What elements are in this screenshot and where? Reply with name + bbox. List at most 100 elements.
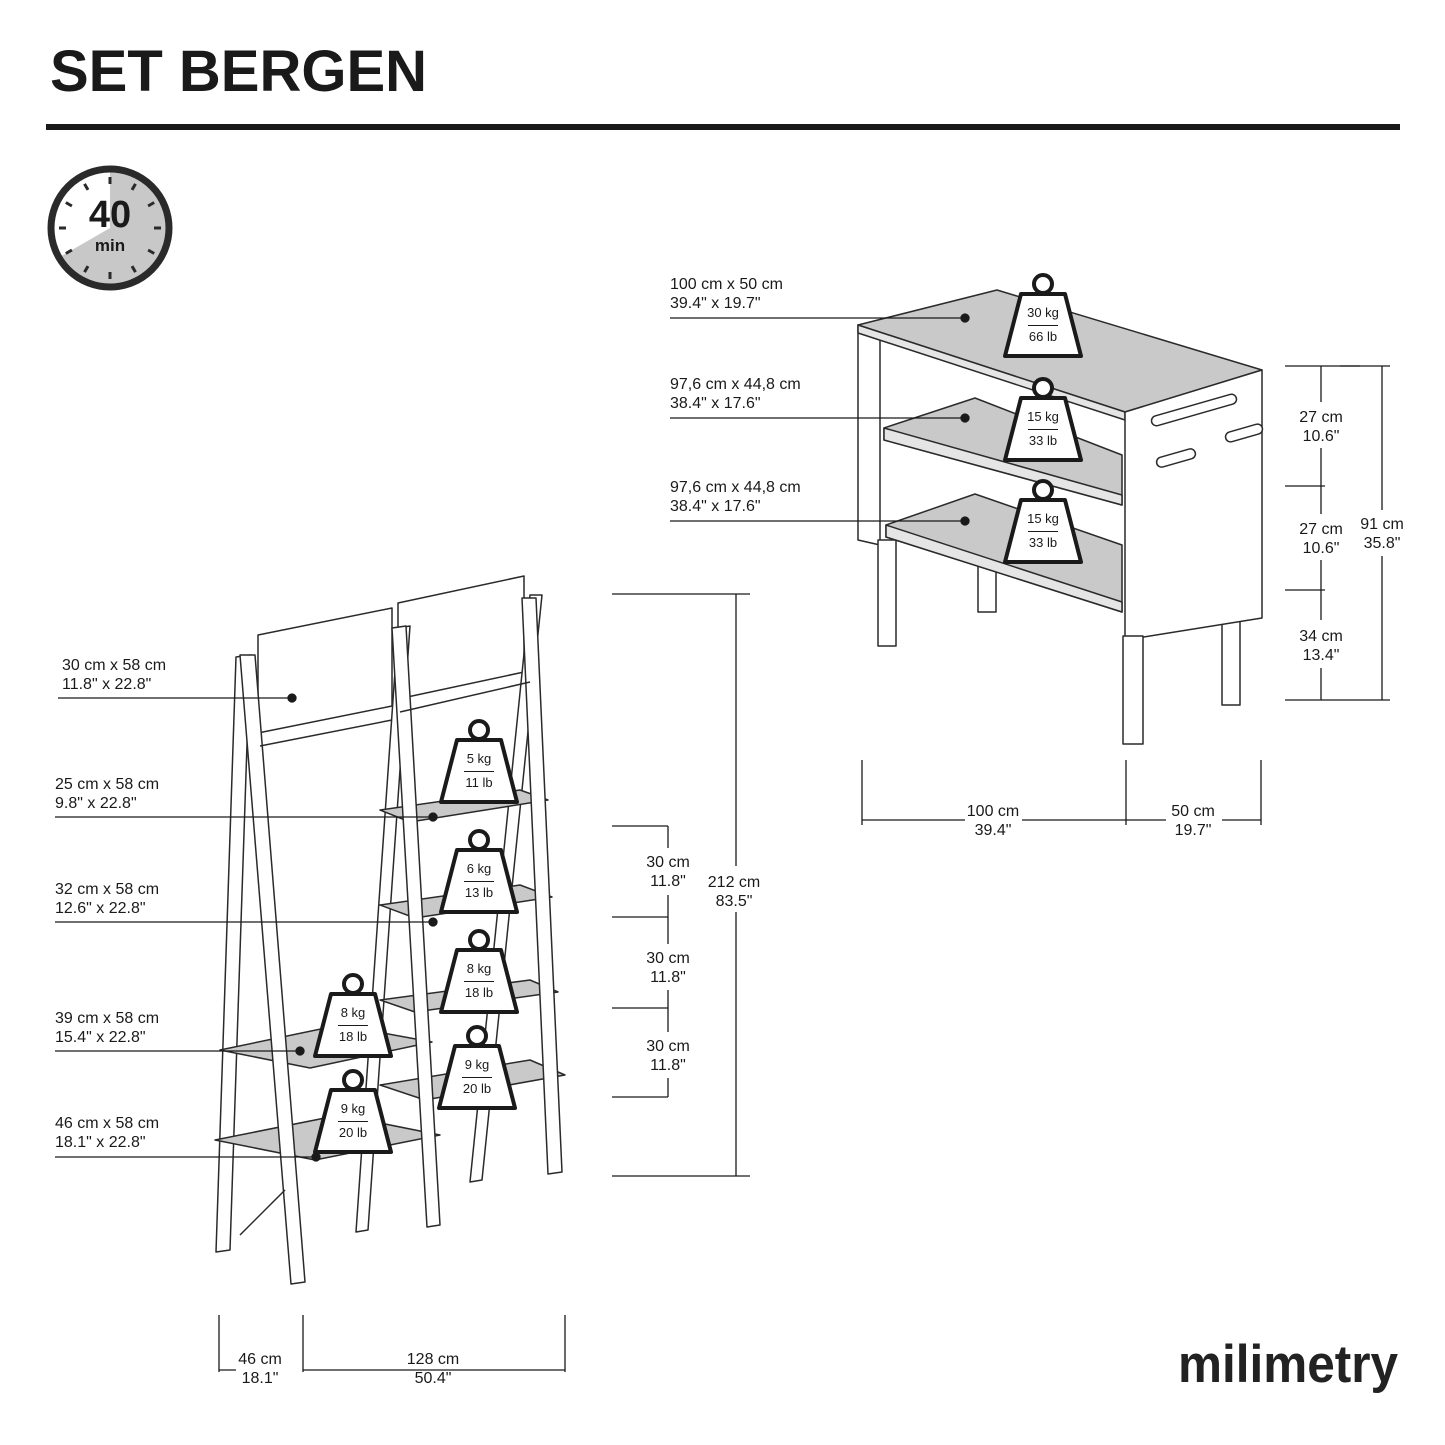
- cabinet-panel-size: 97,6 cm x 44,8 cm 38.4" x 17.6": [670, 478, 801, 516]
- page-title: SET BERGEN: [50, 39, 428, 104]
- load-lb: 11 lb: [465, 775, 493, 790]
- cabinet-height-segment: 27 cm 10.6": [1299, 520, 1343, 558]
- load-capacity-badge: 15 kg 33 lb: [1001, 376, 1085, 464]
- ladder-panel-size-line: 18.1" x 22.8": [55, 1134, 146, 1151]
- weight-divider: [1028, 429, 1058, 430]
- load-kg: 5 kg: [466, 751, 492, 766]
- cabinet-height-segment-line: 13.4": [1302, 647, 1340, 664]
- load-kg: 6 kg: [466, 861, 492, 876]
- cabinet-height-segment-line: 10.6": [1302, 428, 1340, 445]
- cabinet-depth: 50 cm 19.7": [1171, 802, 1215, 840]
- load-kg: 9 kg: [464, 1057, 490, 1072]
- load-lb: 20 lb: [462, 1081, 492, 1096]
- weight-divider: [1028, 531, 1058, 532]
- ladder-panel-size-line: 32 cm x 58 cm: [55, 881, 160, 898]
- weight-divider: [338, 1025, 368, 1026]
- cabinet-width-line: 100 cm: [966, 803, 1020, 820]
- ladder-total-height-line: 212 cm: [707, 874, 761, 891]
- brand-logo: milimetry: [1178, 1335, 1400, 1401]
- cabinet-depth-line: 19.7": [1174, 822, 1212, 839]
- ladder-shelf-spacing-line: 30 cm: [646, 854, 690, 871]
- ladder-panel-size: 46 cm x 58 cm 18.1" x 22.8": [55, 1114, 159, 1152]
- ladder-panel-size: 32 cm x 58 cm 12.6" x 22.8": [55, 880, 159, 918]
- timer-value: 40: [88, 194, 132, 236]
- weight-divider: [464, 771, 494, 772]
- ladder-panel-size: 30 cm x 58 cm 11.8" x 22.8": [62, 656, 166, 694]
- dimension-lines: [218, 365, 1390, 1372]
- ladder-shelf-spacing: 30 cm 11.8": [646, 949, 690, 987]
- assembly-time-badge: 40 min: [46, 164, 174, 292]
- cabinet-height-segment-line: 10.6": [1302, 540, 1340, 557]
- ladder-shelf-spacing: 30 cm 11.8": [646, 853, 690, 891]
- cabinet-total-height-line: 91 cm: [1360, 516, 1404, 533]
- weight-divider: [338, 1121, 368, 1122]
- load-lb: 33 lb: [1028, 433, 1058, 448]
- title-divider: [46, 124, 1400, 130]
- ladder-shelf-spacing-line: 11.8": [650, 969, 686, 986]
- ladder-shelf-spacing-line: 30 cm: [646, 950, 690, 967]
- ladder-shelf-spacing-line: 11.8": [650, 1057, 686, 1074]
- load-capacity-badge: 5 kg 11 lb: [437, 718, 521, 806]
- load-lb: 18 lb: [464, 985, 494, 1000]
- load-kg: 30 kg: [1027, 305, 1059, 320]
- cabinet-total-height: 91 cm 35.8": [1360, 515, 1404, 553]
- cabinet-height-segment: 34 cm 13.4": [1299, 627, 1343, 665]
- ladder-width-line: 50.4": [414, 1370, 452, 1387]
- cabinet-panel-size-line: 97,6 cm x 44,8 cm: [670, 479, 801, 496]
- load-capacity-badge: 9 kg 20 lb: [435, 1024, 519, 1112]
- cabinet-height-segment: 27 cm 10.6": [1299, 408, 1343, 446]
- weight-divider: [1028, 325, 1058, 326]
- ladder-panel-size-line: 30 cm x 58 cm: [62, 657, 167, 674]
- ladder-panel-size-line: 11.8" x 22.8": [62, 676, 152, 693]
- cabinet-depth-line: 50 cm: [1171, 803, 1215, 820]
- weight-divider: [462, 1077, 492, 1078]
- cabinet-height-segment-line: 34 cm: [1299, 628, 1343, 645]
- ladder-panel-size-line: 12.6" x 22.8": [55, 900, 146, 917]
- ladder-panel-size-line: 15.4" x 22.8": [55, 1029, 146, 1046]
- load-kg: 15 kg: [1027, 409, 1059, 424]
- ladder-shelf-spacing: 30 cm 11.8": [646, 1037, 690, 1075]
- load-kg: 15 kg: [1027, 511, 1059, 526]
- ladder-depth-line: 18.1": [241, 1370, 279, 1387]
- load-kg: 8 kg: [466, 961, 492, 976]
- ladder-width: 128 cm 50.4": [407, 1350, 459, 1388]
- weight-divider: [464, 981, 494, 982]
- ladder-total-height: 212 cm 83.5": [708, 873, 760, 911]
- cabinet-width: 100 cm 39.4": [967, 802, 1019, 840]
- timer-unit: min: [94, 236, 126, 255]
- cabinet-height-segment-line: 27 cm: [1299, 521, 1343, 538]
- load-lb: 66 lb: [1028, 329, 1058, 344]
- svg-text:milimetry: milimetry: [1178, 1338, 1398, 1393]
- weight-divider: [464, 881, 494, 882]
- cabinet-width-line: 39.4": [974, 822, 1012, 839]
- load-capacity-badge: 8 kg 18 lb: [437, 928, 521, 1016]
- milimetry-logo: milimetry: [1178, 1335, 1398, 1393]
- ladder-panel-size-line: 46 cm x 58 cm: [55, 1115, 160, 1132]
- cabinet-height-segment-line: 27 cm: [1299, 409, 1343, 426]
- ladder-total-height-line: 83.5": [715, 893, 753, 910]
- ladder-panel-size-line: 9.8" x 22.8": [55, 795, 137, 812]
- ladder-depth-line: 46 cm: [238, 1351, 282, 1368]
- ladder-width-line: 128 cm: [406, 1351, 460, 1368]
- load-capacity-badge: 8 kg 18 lb: [311, 972, 395, 1060]
- cabinet-total-height-line: 35.8": [1363, 535, 1401, 552]
- load-kg: 8 kg: [340, 1005, 366, 1020]
- load-lb: 18 lb: [338, 1029, 368, 1044]
- ladder-panel-size-line: 25 cm x 58 cm: [55, 776, 160, 793]
- load-capacity-badge: 30 kg 66 lb: [1001, 272, 1085, 360]
- stopwatch-icon: [47, 165, 173, 291]
- load-lb: 20 lb: [338, 1125, 368, 1140]
- cabinet-panel-size-line: 100 cm x 50 cm: [670, 276, 783, 293]
- cabinet-panel-size-line: 38.4" x 17.6": [670, 395, 761, 412]
- ladder-shelf-spacing-line: 11.8": [650, 873, 686, 890]
- ladder-panel-size: 25 cm x 58 cm 9.8" x 22.8": [55, 775, 159, 813]
- ladder-shelf-spacing-line: 30 cm: [646, 1038, 690, 1055]
- cabinet-panel-size-line: 38.4" x 17.6": [670, 498, 761, 515]
